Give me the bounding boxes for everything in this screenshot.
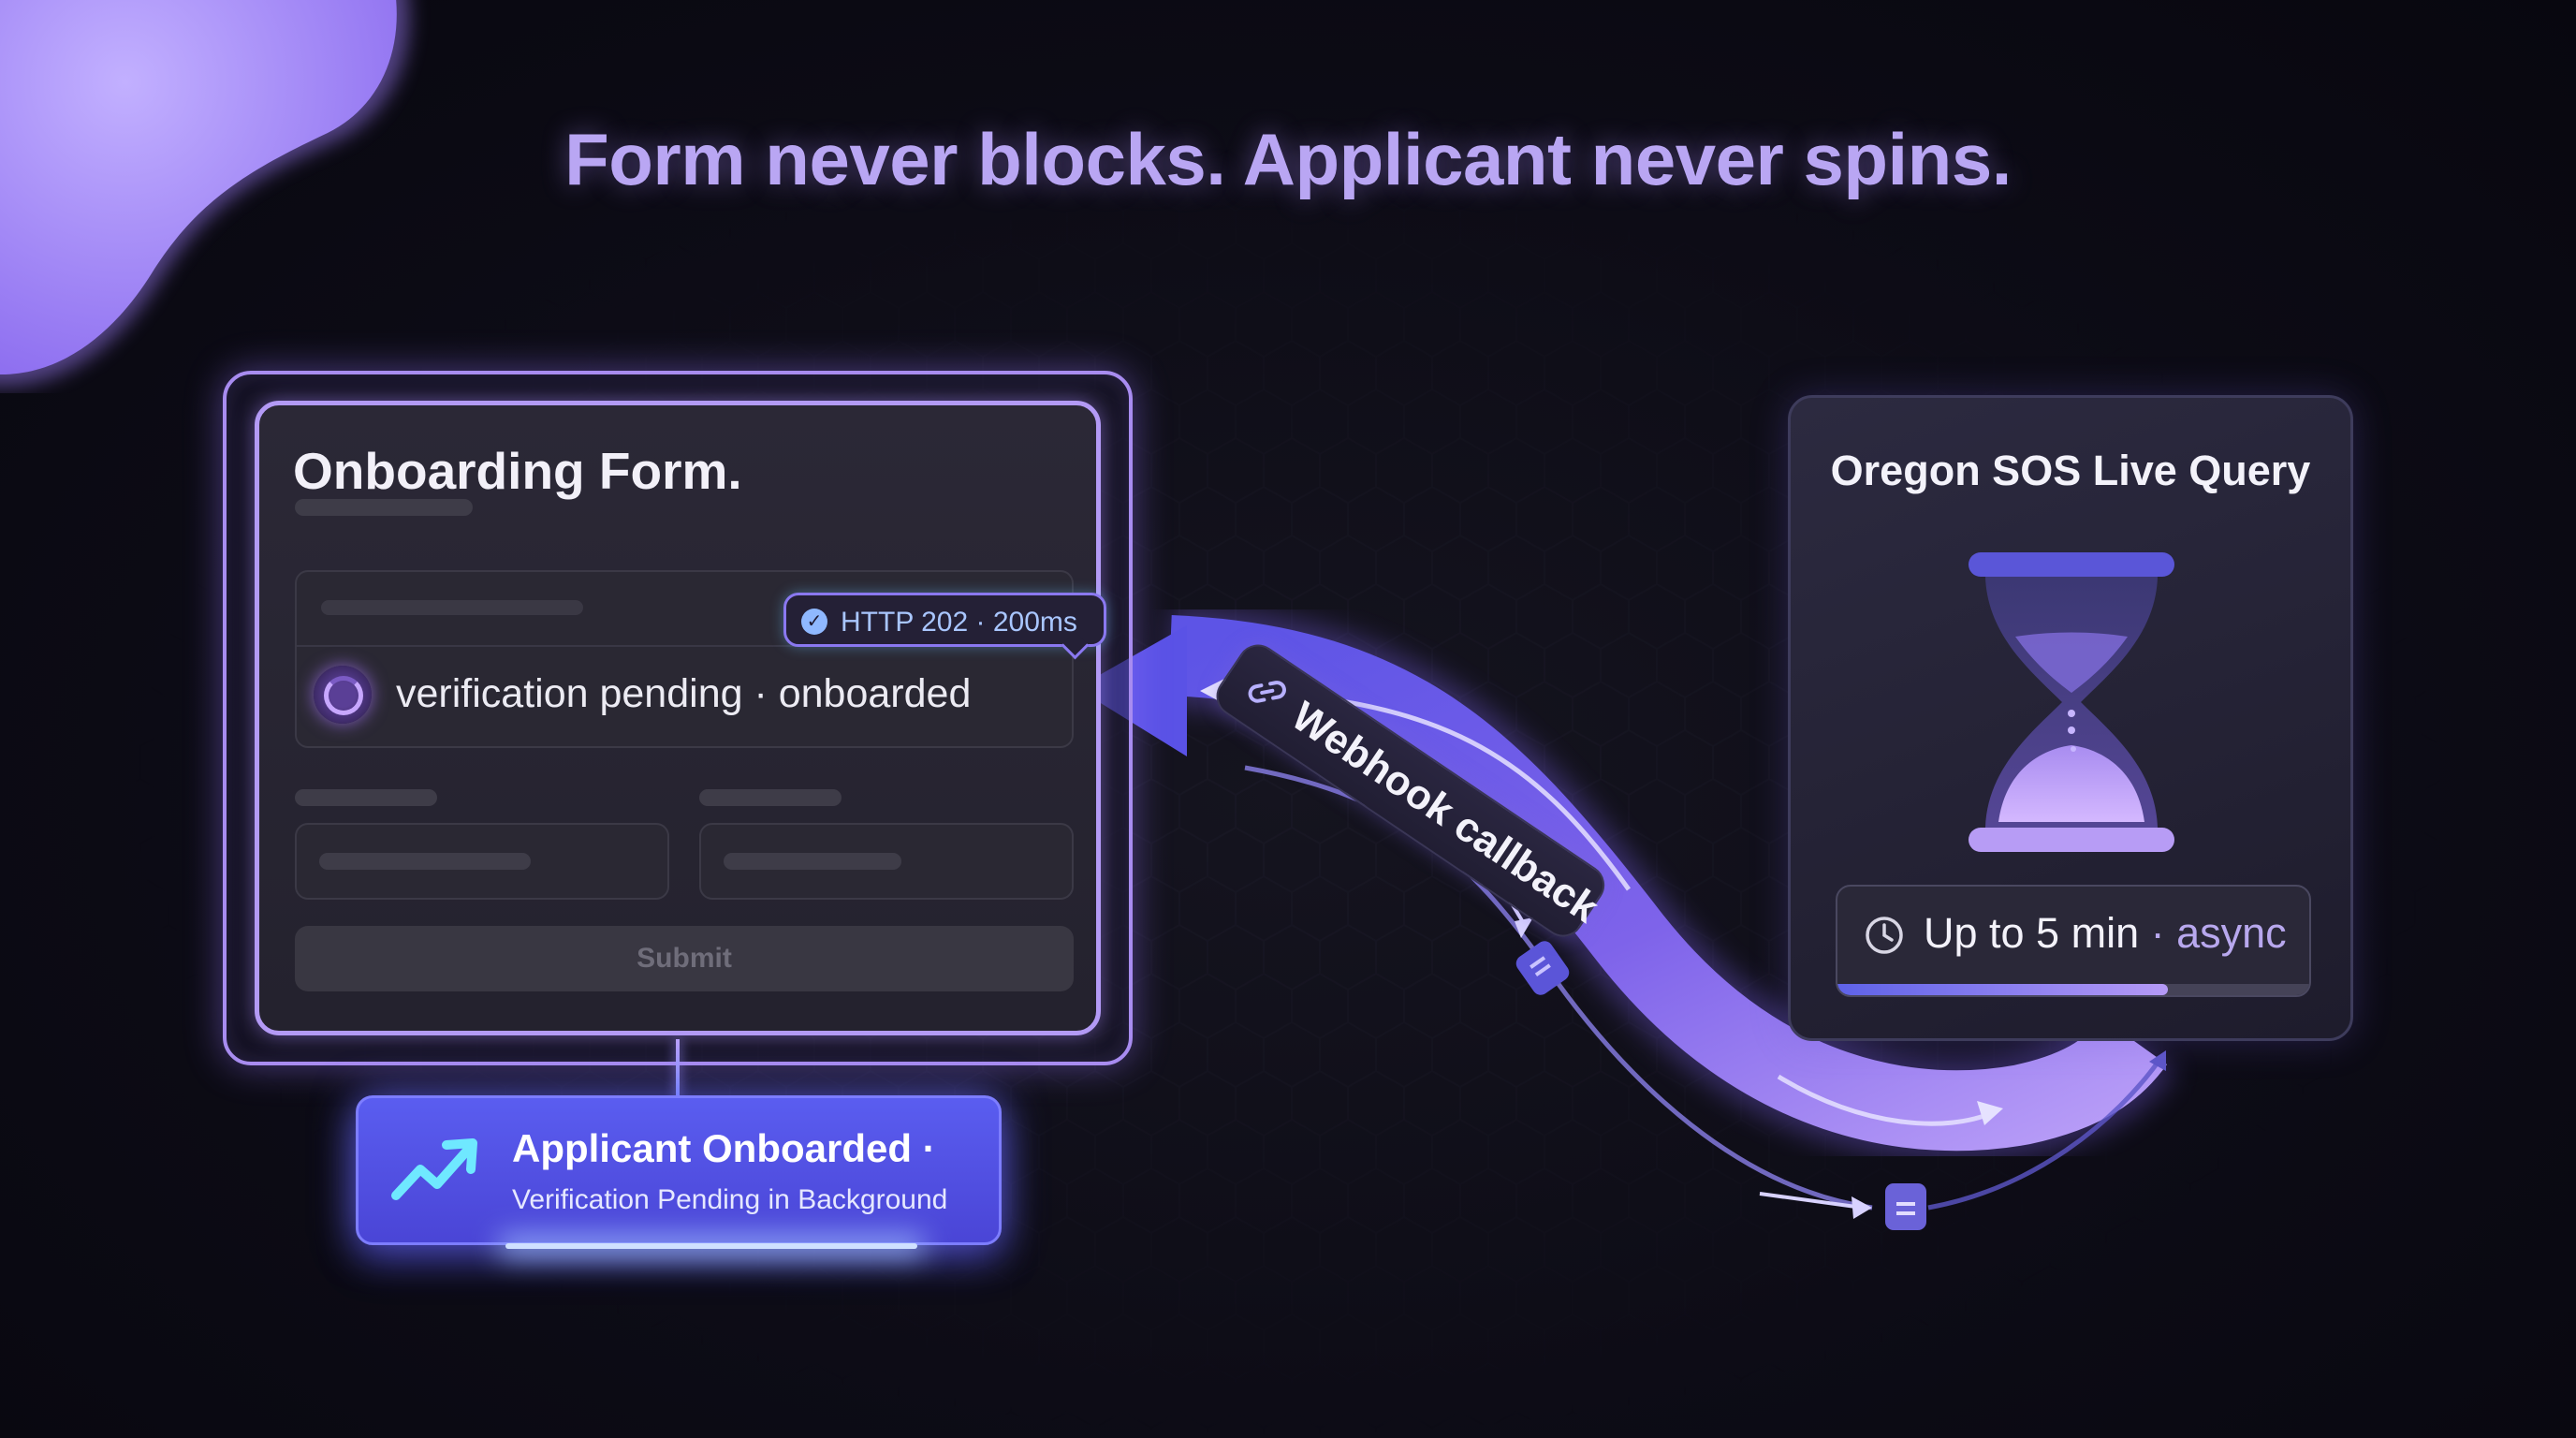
document-icon-2 (1885, 1183, 1926, 1230)
check-icon: ✓ (801, 609, 827, 635)
http-badge-text: HTTP 202 · 200ms (841, 607, 1077, 638)
document-icon-1 (1515, 941, 1570, 995)
field-label-placeholder (321, 600, 583, 615)
timer-main-text: Up to 5 min (1924, 909, 2140, 957)
webhook-callback-label: Webhook callback (1208, 637, 1613, 946)
http-202-badge: ✓ HTTP 202 · 200ms (783, 593, 1106, 647)
form-title: Onboarding Form. (293, 442, 742, 500)
divider (297, 645, 1072, 647)
timer-box: Up to 5 min · async (1836, 885, 2311, 997)
headline: Form never blocks. Applicant never spins… (564, 118, 2012, 200)
onboarding-form-card: Onboarding Form. ✓ HTTP 202 · 200ms veri… (223, 371, 1133, 1065)
big-return-arrow (1168, 615, 2167, 1152)
onboarding-form: Onboarding Form. ✓ HTTP 202 · 200ms veri… (255, 401, 1106, 1035)
decorative-blob (0, 0, 410, 387)
onboarded-subtitle: Verification Pending in Background (512, 1184, 948, 1215)
onboarded-title: Applicant Onboarded · (512, 1126, 936, 1170)
clock-icon (1866, 917, 1903, 954)
timer-async-text: · async (2139, 909, 2287, 957)
input-placeholder-bar (724, 853, 901, 870)
applicant-onboarded-callout: Applicant Onboarded · Verification Pendi… (356, 1095, 1002, 1245)
submit-button[interactable]: Submit (295, 926, 1074, 991)
input-placeholder-bar (319, 853, 531, 870)
oregon-sos-query-card: Oregon SOS Live Query Up to 5 min · asyn… (1788, 395, 2353, 1041)
verification-status-text: verification pending · onboarded (396, 671, 972, 716)
progress-fill (1837, 984, 2168, 995)
form-input-right[interactable] (699, 823, 1074, 900)
field-label-placeholder (295, 499, 473, 516)
form-to-status-connector (676, 1039, 680, 1099)
field-label-placeholder (699, 789, 842, 806)
hourglass-icon (1969, 552, 2174, 852)
verification-status-field: ✓ HTTP 202 · 200ms verification pending … (295, 570, 1106, 748)
trend-up-icon (391, 1138, 477, 1200)
pending-spinner-icon (314, 666, 372, 724)
field-label-placeholder (295, 789, 437, 806)
sos-card-title: Oregon SOS Live Query (1830, 447, 2311, 494)
callout-glow (505, 1243, 917, 1249)
form-input-left[interactable] (295, 823, 669, 900)
timer-text: Up to 5 min · async (1924, 909, 2287, 958)
link-icon (1248, 681, 1286, 703)
